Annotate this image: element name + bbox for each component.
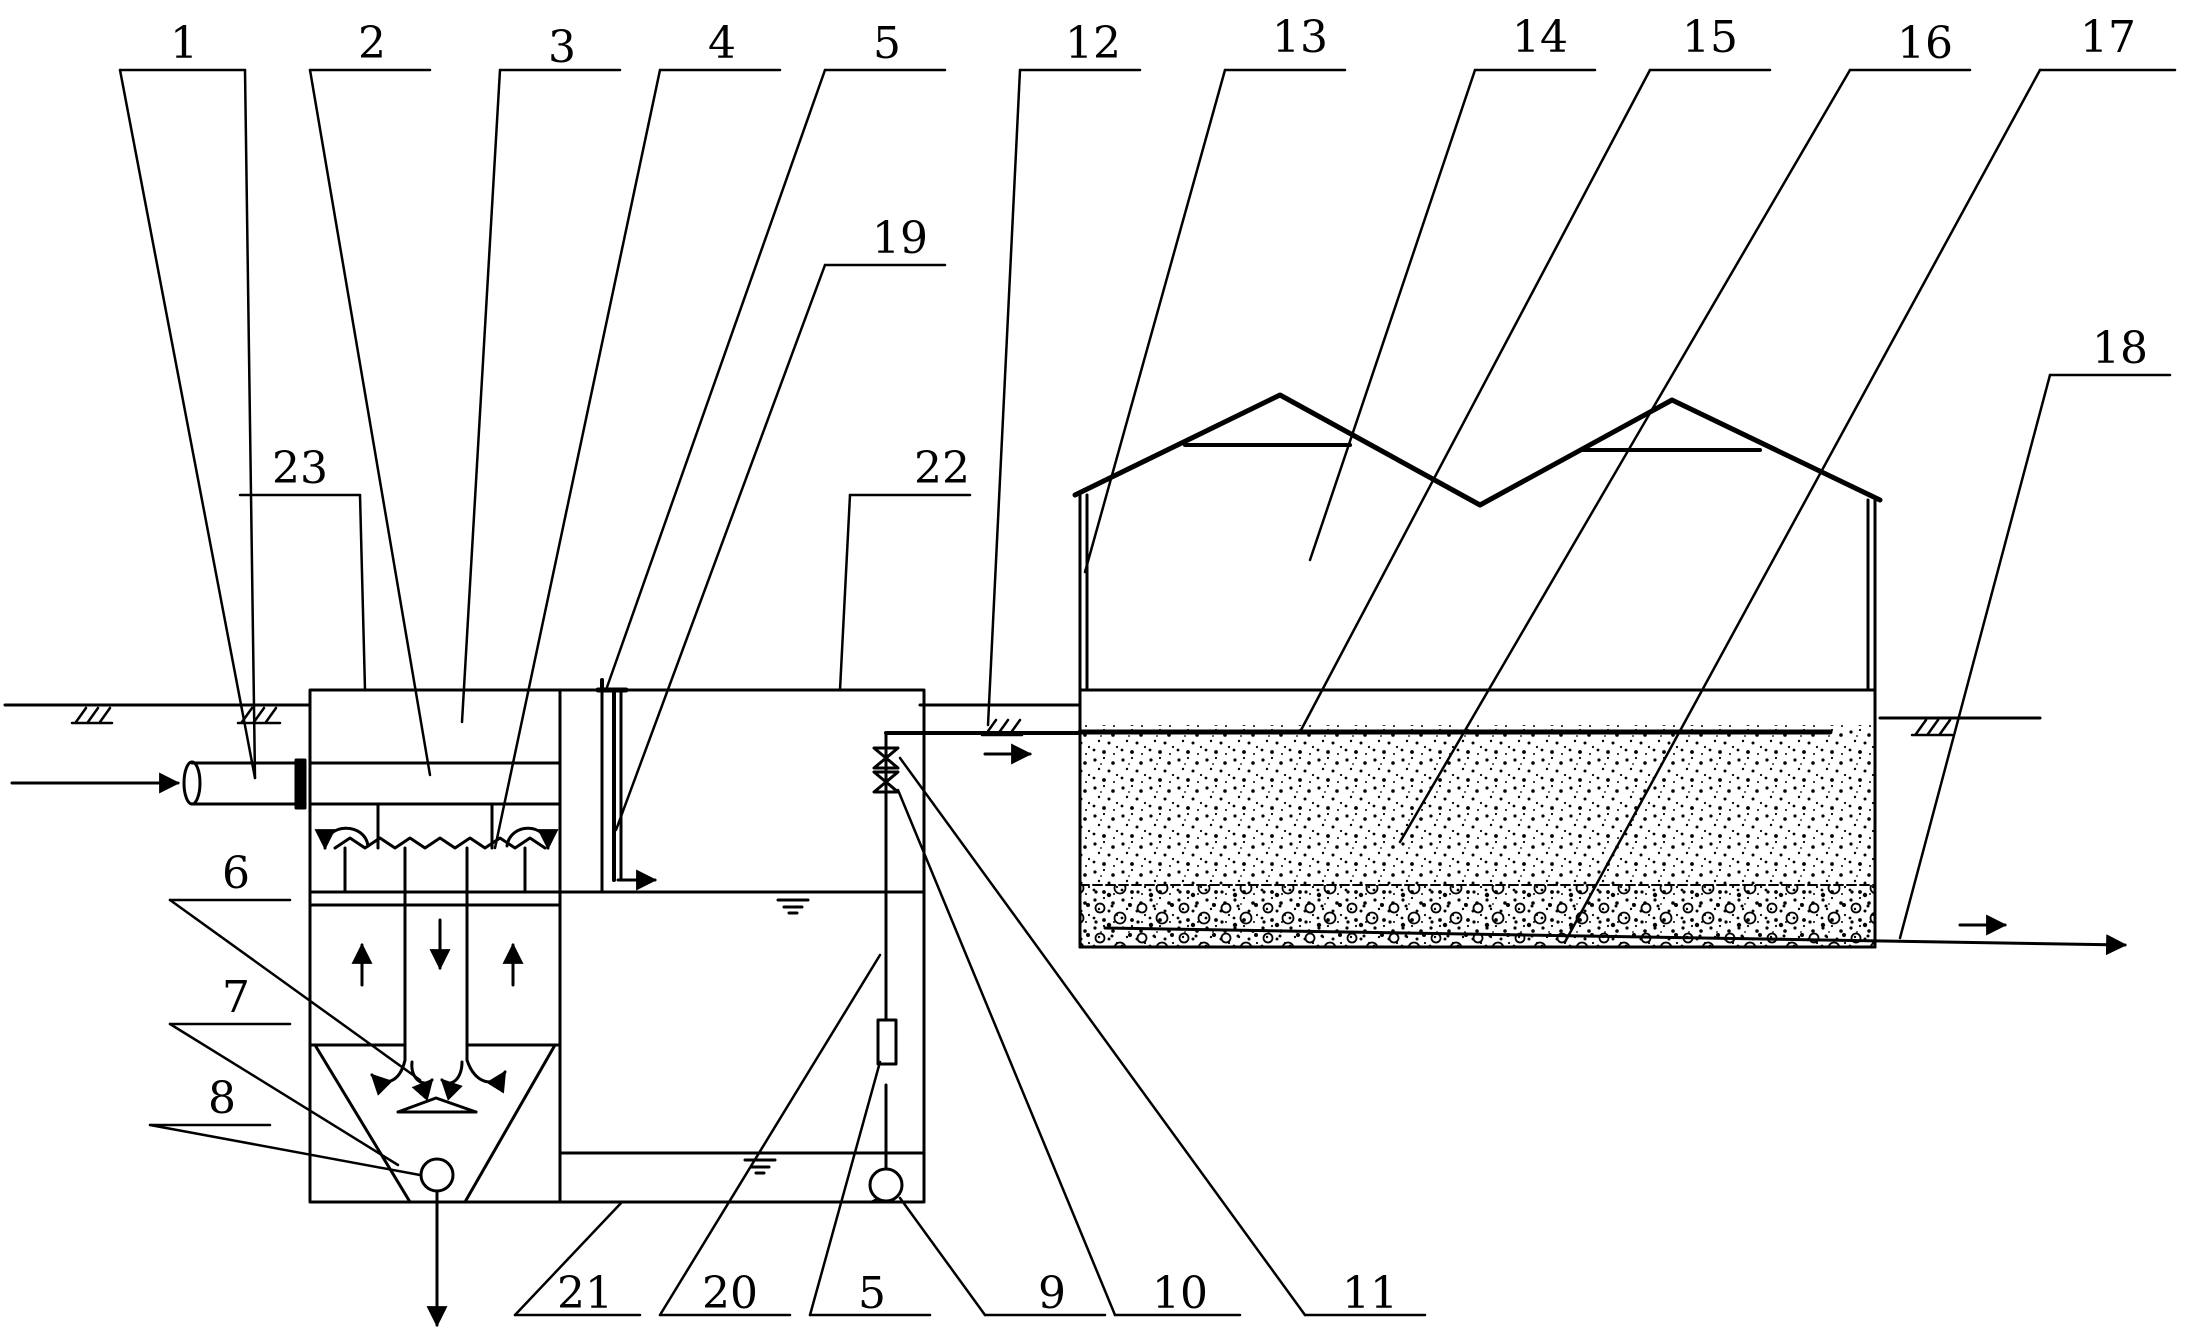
- label-2: 2: [358, 18, 386, 69]
- label-5-bottom: 5: [858, 1268, 886, 1319]
- label-5-top: 5: [873, 18, 901, 69]
- label-3: 3: [548, 22, 576, 73]
- storage-tank: [558, 678, 1080, 1204]
- label-16: 16: [1897, 18, 1953, 69]
- label-11: 11: [1342, 1268, 1398, 1319]
- label-10: 10: [1152, 1268, 1208, 1319]
- overflow-channel: [558, 688, 604, 894]
- inlet-pipe: [10, 758, 307, 810]
- callout-labels: 1 2 3 4 5 19 23 22 12 13 14 15 16 17 18 …: [170, 12, 2148, 1319]
- label-9: 9: [1038, 1268, 1066, 1319]
- label-15: 15: [1682, 12, 1738, 63]
- label-4: 4: [708, 18, 736, 69]
- label-13: 13: [1272, 12, 1328, 63]
- label-6: 6: [222, 848, 250, 899]
- label-19: 19: [872, 213, 928, 264]
- label-22: 22: [914, 443, 970, 494]
- settling-tank: [308, 688, 562, 1328]
- label-23: 23: [272, 443, 328, 494]
- label-17: 17: [2080, 12, 2136, 63]
- label-1: 1: [170, 18, 198, 69]
- leader-lines: [118, 68, 2177, 1317]
- label-20: 20: [702, 1268, 758, 1319]
- label-14: 14: [1512, 12, 1568, 63]
- wetland-bed: [1077, 688, 2128, 956]
- label-7: 7: [222, 972, 250, 1023]
- label-21: 21: [557, 1268, 613, 1319]
- label-18: 18: [2092, 323, 2148, 374]
- label-12: 12: [1065, 18, 1121, 69]
- greenhouse-roof: [1072, 392, 1883, 692]
- ground-line: [3, 703, 2042, 720]
- label-8: 8: [208, 1073, 236, 1124]
